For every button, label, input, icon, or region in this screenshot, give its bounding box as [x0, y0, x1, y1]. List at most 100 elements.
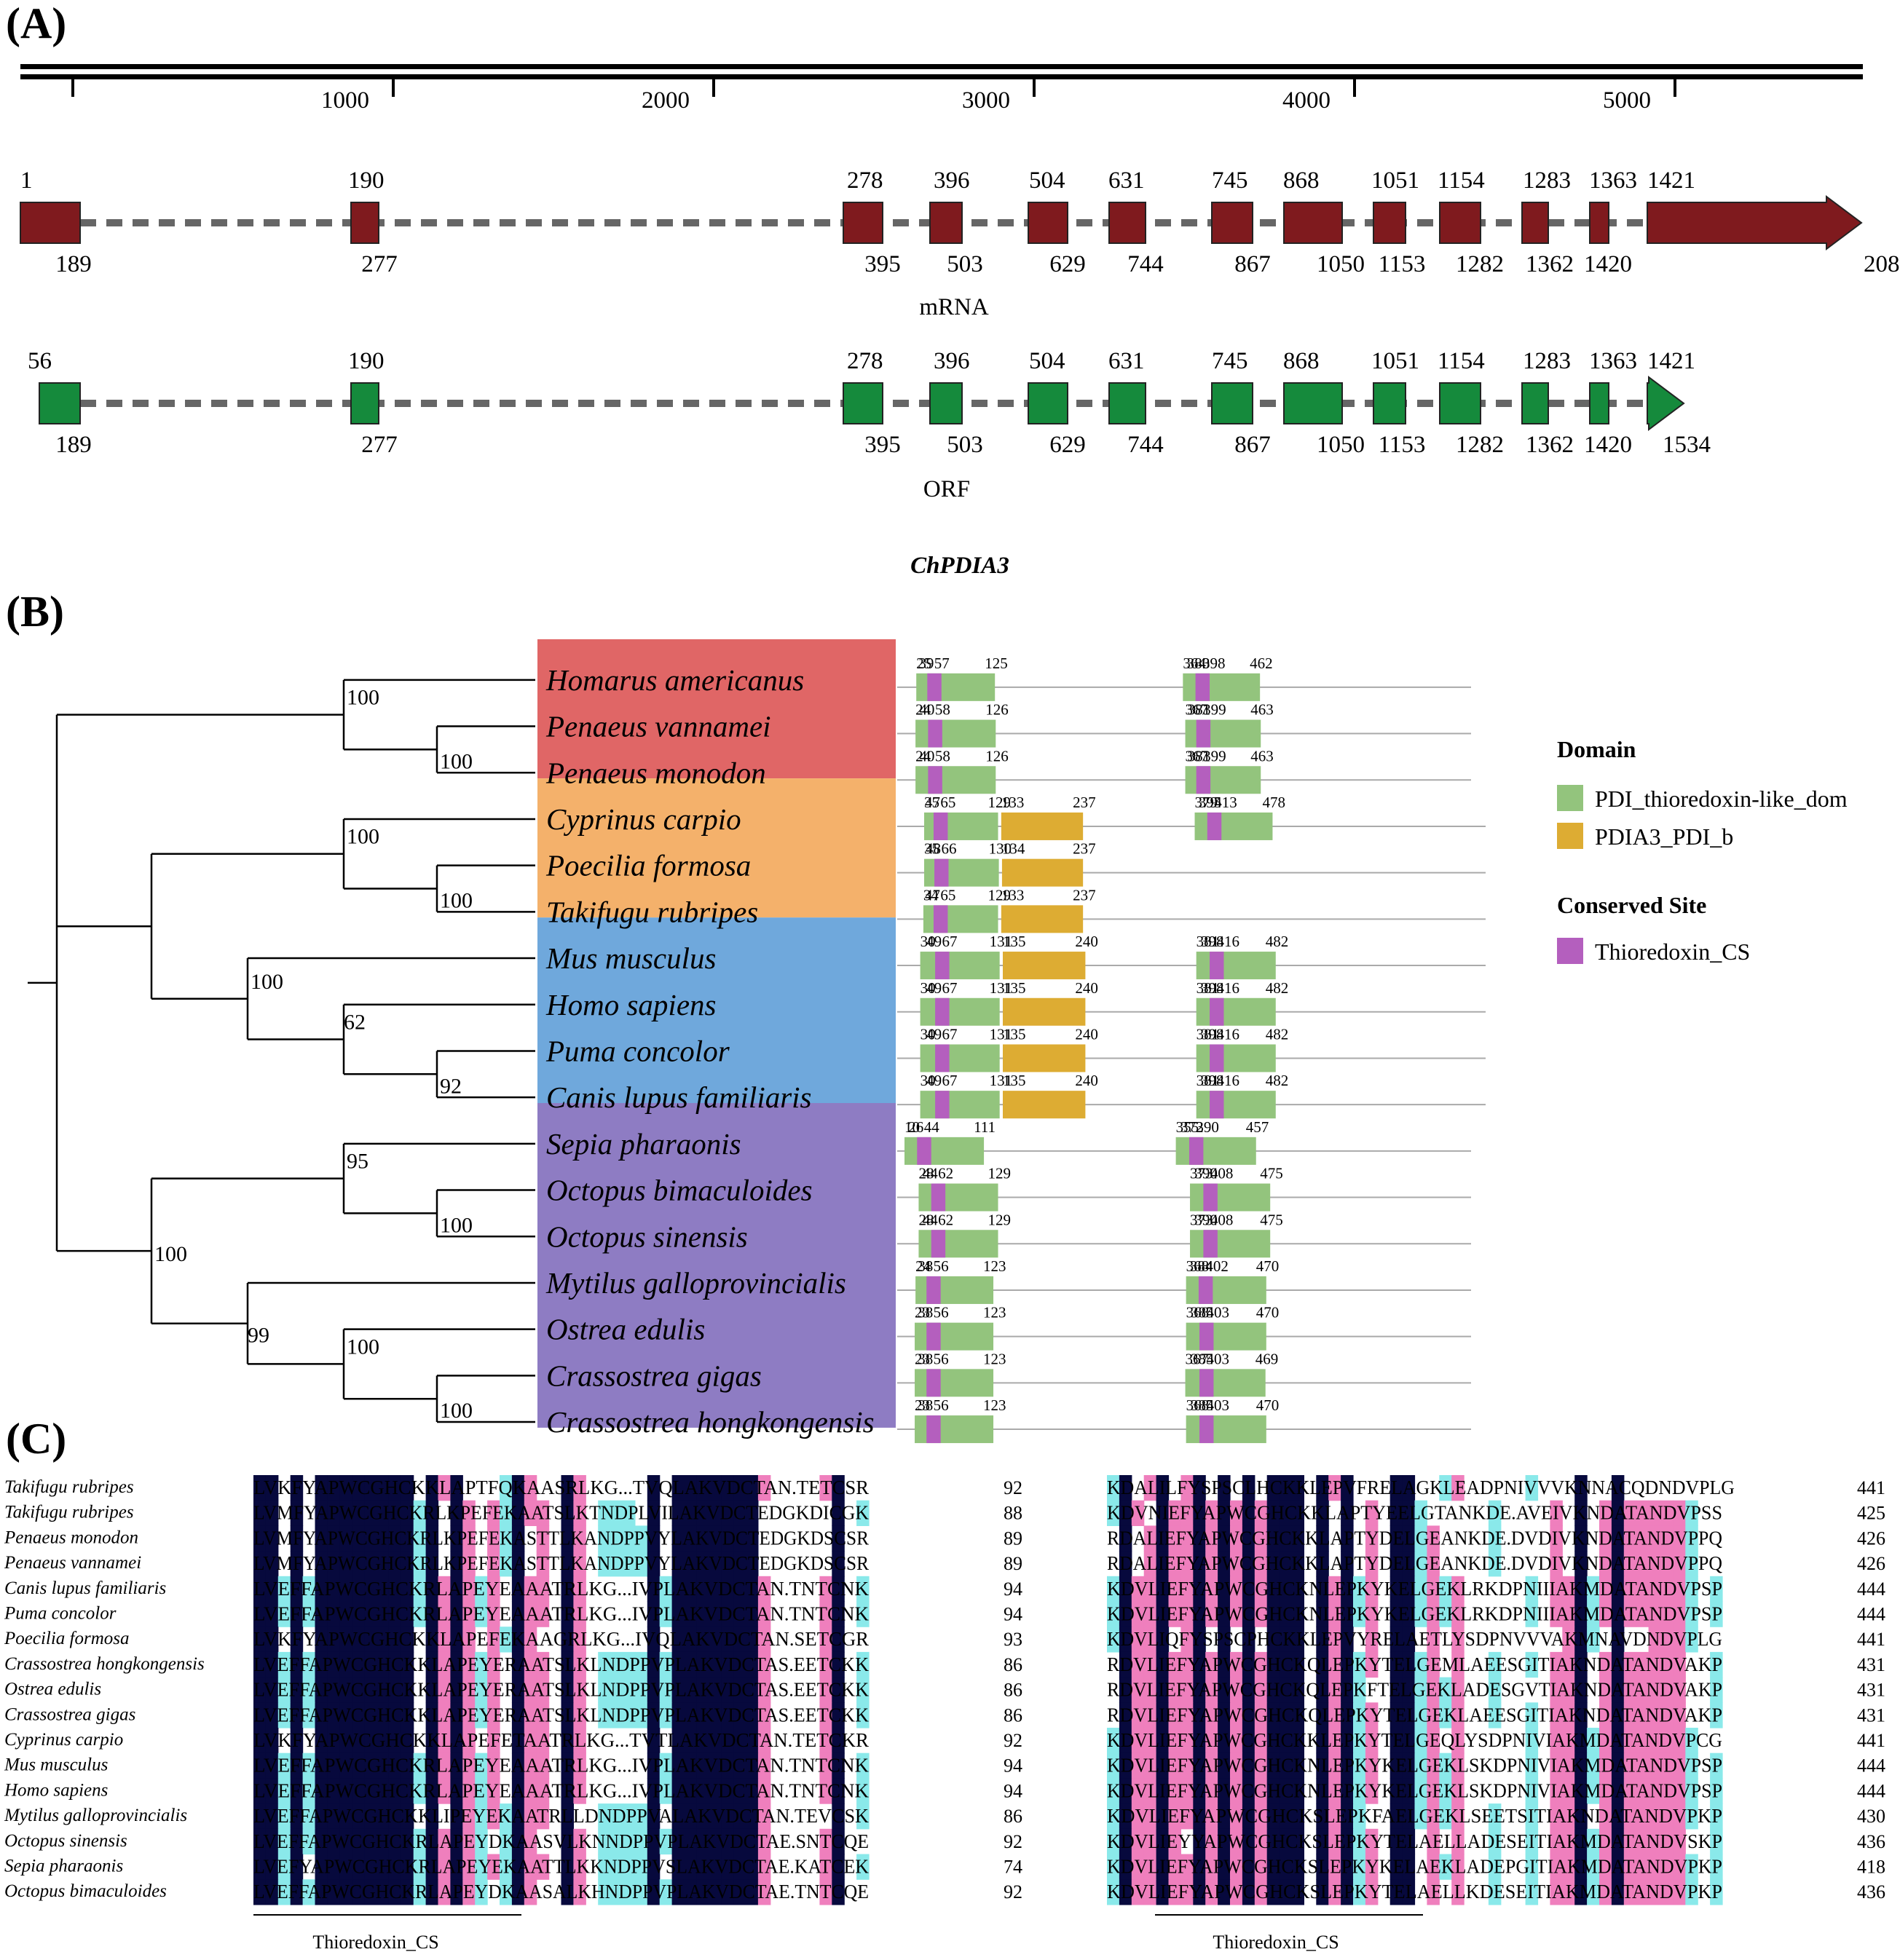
alignment-cell-shade [819, 1651, 832, 1678]
domain-position-label: 56 [934, 1396, 949, 1414]
alignment-cell-shade [364, 1525, 377, 1552]
alignment-cell-shade [1660, 1500, 1674, 1526]
mrna-exon-start-label: 190 [348, 167, 385, 194]
alignment-cell-shade [1205, 1677, 1218, 1703]
alignment-cell-shade [1451, 1702, 1465, 1728]
alignment-cell-shade [1611, 1879, 1625, 1905]
alignment-cell-shade [1230, 1500, 1243, 1526]
alignment-cell-shade [1341, 1525, 1354, 1552]
alignment-cell-shade [819, 1702, 832, 1728]
alignment-cell-shade [1599, 1778, 1612, 1804]
alignment-cell-shade [573, 1778, 586, 1804]
alignment-cell-shade [634, 1551, 648, 1577]
alignment-cell-shade [352, 1475, 365, 1501]
alignment-cell-shade [1574, 1854, 1588, 1880]
domain-position-label: 482 [1266, 979, 1289, 997]
alignment-cell-shade [561, 1702, 574, 1728]
alignment-cell-shade [1218, 1879, 1231, 1905]
alignment-cell-shade [438, 1677, 451, 1703]
alignment-cell-shade [475, 1576, 488, 1603]
mrna-exon [1108, 202, 1146, 244]
pdi-b-domain [1003, 1091, 1086, 1119]
alignment-cell-shade [746, 1500, 759, 1526]
orf-exon [1283, 382, 1343, 424]
alignment-cell-shade [1266, 1879, 1280, 1905]
pdi-b-domain [1003, 1044, 1086, 1072]
alignment-shading [1107, 1778, 1723, 1804]
alignment-cell-shade [696, 1803, 709, 1830]
alignment-cell-shade [1611, 1627, 1625, 1653]
alignment-cell-shade [1193, 1551, 1206, 1577]
alignment-cell-shade [659, 1752, 673, 1779]
alignment-cell-shade [277, 1854, 291, 1880]
alignment-cell-shade [1660, 1879, 1674, 1905]
domain-position-label: 129 [988, 794, 1012, 811]
alignment-cell-shade [1710, 1778, 1723, 1804]
alignment-cell-shade [265, 1879, 279, 1905]
mrna-exon-start-label: 868 [1283, 167, 1320, 194]
alignment-cell-shade [561, 1551, 574, 1577]
alignment-cell-shade [1131, 1627, 1145, 1653]
alignment-cell-shade [1353, 1752, 1366, 1779]
alignment-cell-shade [1427, 1576, 1440, 1603]
domain-position-label: 26 [908, 1118, 923, 1136]
alignment-cell-shade [1316, 1551, 1329, 1577]
alignment-cell-shade [1218, 1576, 1231, 1603]
alignment-sequence: KDVLIEYYAPWCGHCKSLEPKYTELAELLADESEITIAKM… [1107, 1830, 1722, 1852]
alignment-cell-shade [598, 1551, 611, 1577]
alignment-cell-shade [757, 1702, 771, 1728]
domain-position-label: 381 [1197, 1072, 1220, 1089]
alignment-cell-shade [1414, 1651, 1427, 1678]
alignment-cell-shade [1328, 1828, 1341, 1855]
orf-exon-start-label: 278 [847, 348, 883, 374]
alignment-shading [253, 1854, 870, 1880]
alignment-cell-shade [1279, 1879, 1293, 1905]
alignment-cell-shade [610, 1551, 623, 1577]
domain-position-label: 398 [1201, 1025, 1224, 1043]
alignment-cell-shade [696, 1854, 709, 1880]
bootstrap-value: 100 [440, 889, 473, 913]
alignment-end-position: 431 [1857, 1704, 1885, 1726]
alignment-cell-shade [500, 1551, 513, 1577]
domain-position-label: 402 [1205, 1257, 1229, 1275]
alignment-end-position: 92 [1004, 1730, 1022, 1751]
alignment-cell-shade [475, 1752, 488, 1779]
alignment-cell-shade [388, 1879, 402, 1905]
alignment-cell-shade [1107, 1879, 1120, 1905]
alignment-cell-shade [1279, 1651, 1293, 1678]
alignment-cell-shade [438, 1728, 451, 1754]
alignment-cell-shade [1279, 1828, 1293, 1855]
alignment-cell-shade [1205, 1803, 1218, 1830]
alignment-end-position: 74 [1004, 1857, 1022, 1878]
alignment-cell-shade [1550, 1778, 1563, 1804]
alignment-cell-shade [1365, 1702, 1379, 1728]
alignment-cell-shade [265, 1728, 279, 1754]
alignment-cell-shade [1316, 1752, 1329, 1779]
alignment-cell-shade [1193, 1702, 1206, 1728]
mrna-exon [1373, 202, 1406, 244]
alignment-cell-shade [352, 1601, 365, 1627]
alignment-cell-shade [709, 1702, 722, 1728]
alignment-cell-shade [450, 1728, 463, 1754]
alignment-end-position: 444 [1857, 1755, 1885, 1777]
alignment-cell-shade [757, 1677, 771, 1703]
alignment-cell-shade [1488, 1500, 1502, 1526]
alignment-cell-shade [1587, 1752, 1600, 1779]
alignment-cell-shade [634, 1702, 648, 1728]
alignment-cell-shade [1550, 1651, 1563, 1678]
alignment-cell-shade [1389, 1677, 1403, 1703]
alignment-cell-shade [1636, 1651, 1649, 1678]
domain-position-label: 65 [940, 794, 955, 811]
domain-position-label: 111 [974, 1118, 996, 1136]
alignment-cell-shade [856, 1778, 870, 1804]
domain-position-label: 65 [940, 886, 955, 904]
alignment-cell-shade [1316, 1854, 1329, 1880]
alignment-cell-shade [1587, 1728, 1600, 1754]
alignment-cell-shade [1414, 1803, 1427, 1830]
alignment-cell-shade [1488, 1702, 1502, 1728]
mrna-exon-end-label: 1050 [1317, 251, 1365, 277]
legend-label: Thioredoxin_CS [1595, 938, 1750, 965]
alignment-cell-shade [1451, 1576, 1465, 1603]
alignment-cell-shade [253, 1475, 267, 1501]
